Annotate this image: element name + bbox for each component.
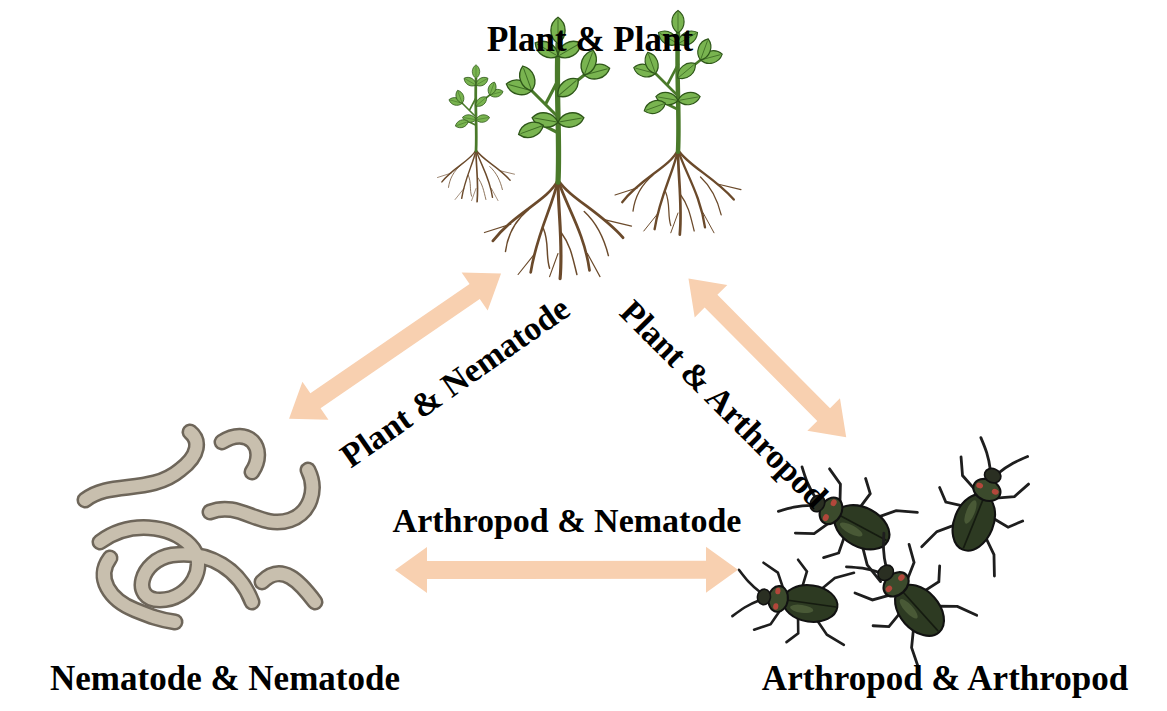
nematode-body [104,558,175,622]
nematode-illustration [85,432,315,622]
nematode-body [85,432,315,622]
plant-small [438,65,515,202]
beetle [730,552,855,650]
nematode-outline [262,574,315,602]
group-title: Plant & Plant [487,20,693,60]
nematode-outline [222,436,258,472]
beetle [917,430,1046,578]
plant-illustration [438,10,742,278]
nematode-body [100,528,252,602]
double-arrow [289,273,501,420]
nematode-outline [85,432,197,500]
nematode-body [222,436,258,472]
edge-label: Arthropod & Nematode [393,502,742,539]
group-title: Arthropod & Arthropod [762,659,1128,699]
edge-label: Plant & Nematode [334,289,577,475]
double-arrow [395,547,738,593]
beetle [832,520,981,672]
nematode-outline [85,432,315,622]
illustration-group: Plant & Plant [440,8,740,270]
nematode-body [262,574,315,602]
nematode-outline [210,470,312,522]
nematode-outline [100,528,252,602]
group-title: Nematode & Nematode [50,659,400,699]
nematode-body [210,470,312,522]
nematode-body [85,432,197,500]
